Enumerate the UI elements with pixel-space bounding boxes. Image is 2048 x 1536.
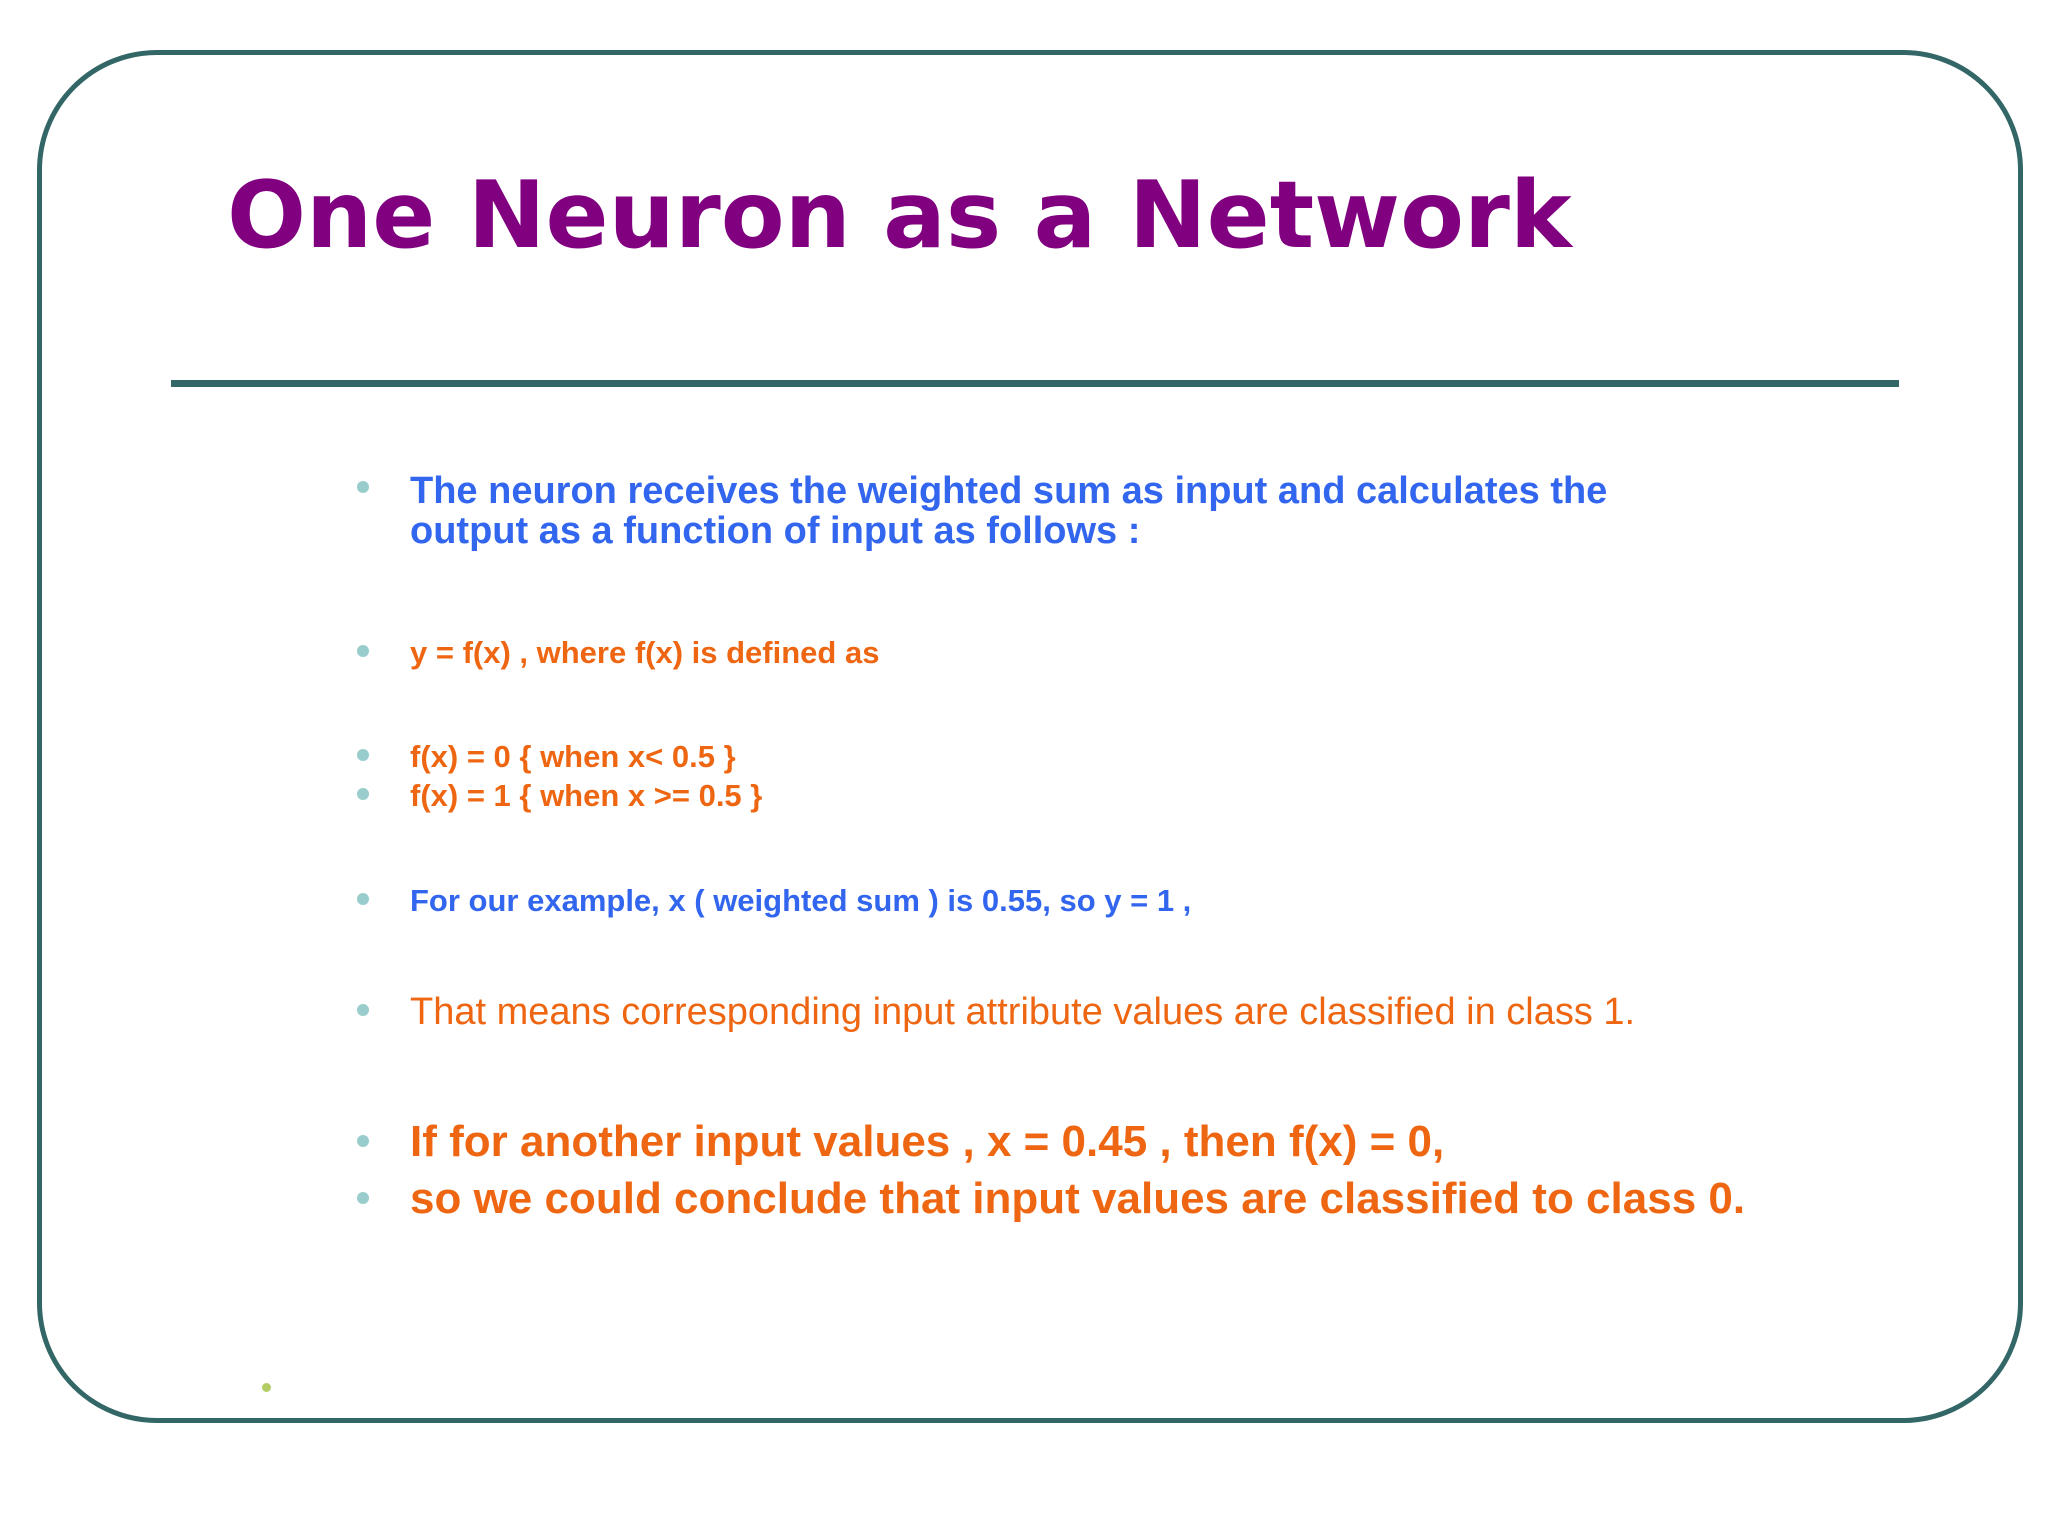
bullet-f-one-condition: f(x) = 1 { when x >= 0.5 }	[410, 778, 763, 813]
bullet-icon	[357, 749, 369, 761]
bullet-weighted-sum-description: The neuron receives the weighted sum as …	[410, 471, 1607, 551]
bullet-icon	[357, 645, 369, 657]
bullet-class-one-result: That means corresponding input attribute…	[410, 991, 1636, 1033]
bullet-f-zero-condition: f(x) = 0 { when x< 0.5 }	[410, 739, 736, 774]
bullet-icon	[357, 788, 369, 800]
slide-title: One Neuron as a Network	[227, 161, 1572, 269]
bullet-icon	[357, 1192, 369, 1204]
bullet-line: output as a function of input as follows…	[410, 510, 1141, 552]
bullet-line: The neuron receives the weighted sum as …	[410, 470, 1608, 512]
bullet-icon	[357, 1135, 369, 1147]
bullet-icon	[357, 1004, 369, 1016]
bullet-class-zero-conclusion: so we could conclude that input values a…	[410, 1174, 1746, 1223]
bullet-icon	[357, 893, 369, 905]
title-divider	[171, 380, 1899, 387]
footer-bullet-icon	[262, 1383, 271, 1392]
bullet-another-input: If for another input values , x = 0.45 ,…	[410, 1117, 1445, 1166]
bullet-icon	[357, 481, 369, 493]
bullet-example-value: For our example, x ( weighted sum ) is 0…	[410, 883, 1192, 918]
bullet-function-definition: y = f(x) , where f(x) is defined as	[410, 635, 880, 670]
